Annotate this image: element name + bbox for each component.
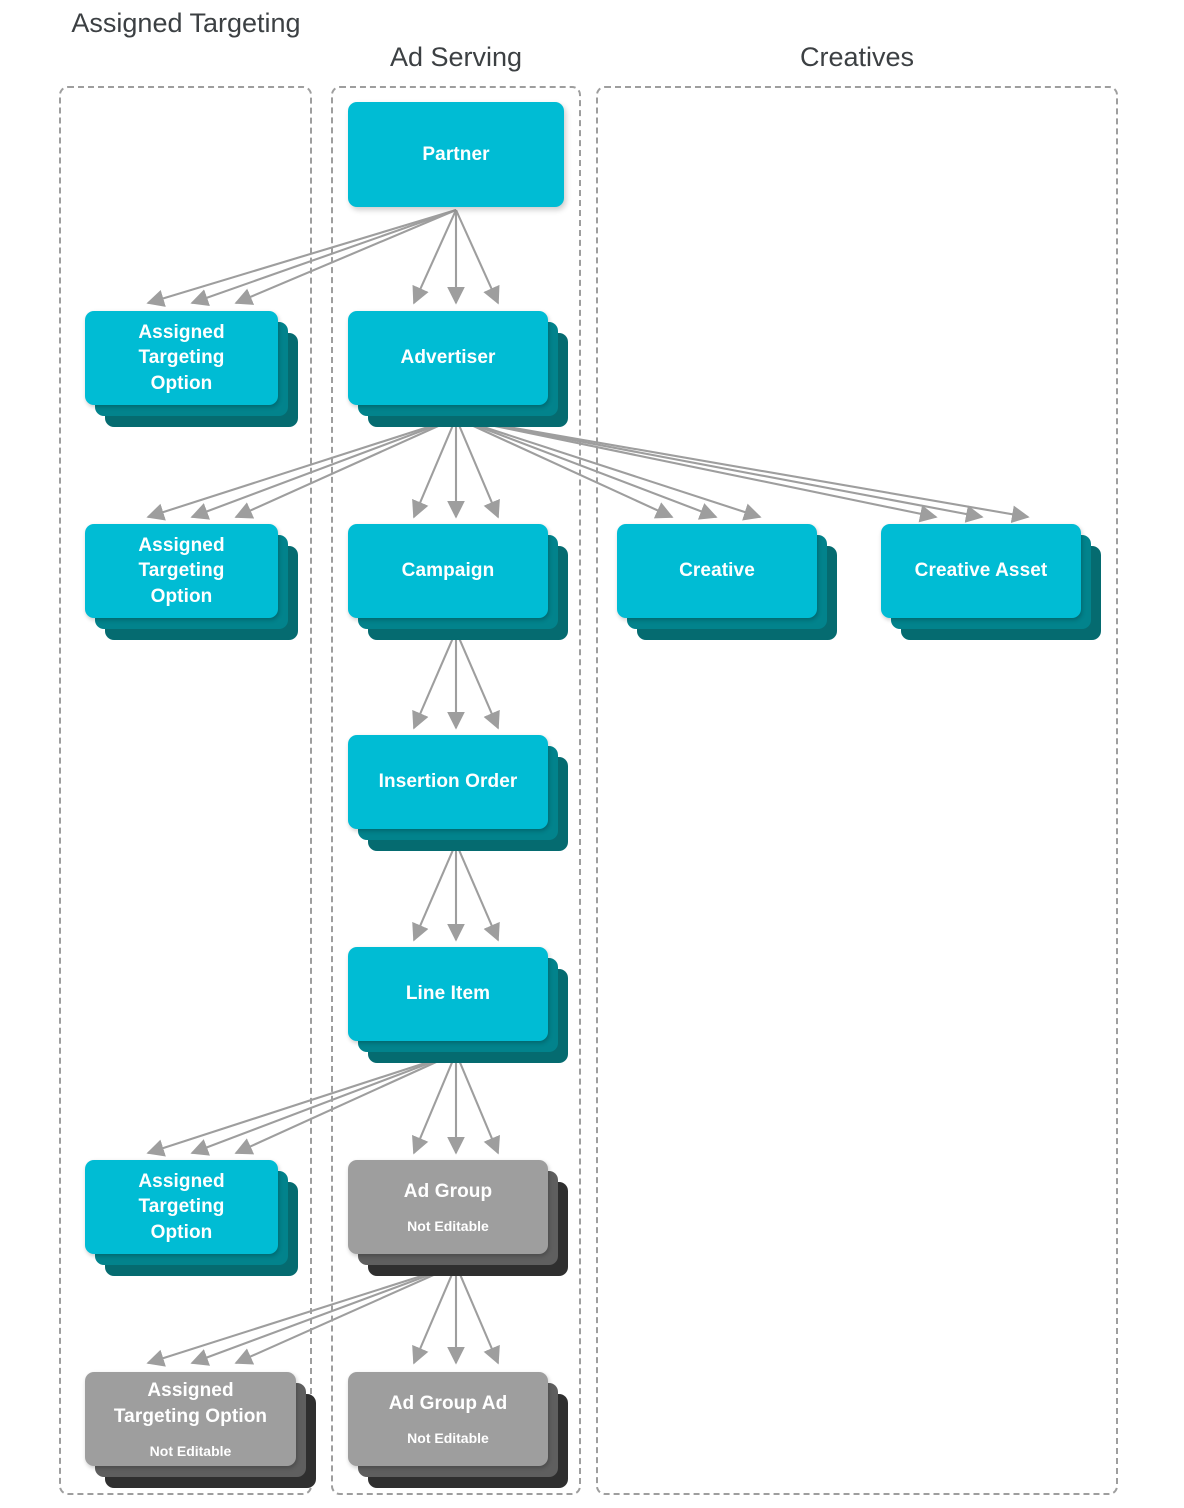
node-ato-advertiser-title: Assigned Targeting Option: [138, 534, 225, 607]
node-ad-group-title: Ad Group: [403, 1180, 493, 1202]
node-ato-partner-card[interactable]: Assigned Targeting Option: [85, 311, 278, 405]
node-ato-advertiser[interactable]: Assigned Targeting Option: [85, 524, 298, 640]
node-line-item[interactable]: Line Item: [348, 947, 568, 1063]
node-ato-advertiser-card[interactable]: Assigned Targeting Option: [85, 524, 278, 618]
node-campaign-card[interactable]: Campaign: [348, 524, 548, 618]
node-creative-asset-card[interactable]: Creative Asset: [881, 524, 1081, 618]
node-advertiser-title: Advertiser: [400, 347, 496, 369]
lane-ad-serving: [331, 86, 581, 1495]
node-line-item-title: Line Item: [405, 983, 491, 1005]
node-ad-group-ad-card[interactable]: Ad Group Ad Not Editable: [348, 1372, 548, 1466]
node-insertion-order-card[interactable]: Insertion Order: [348, 735, 548, 829]
column-header-creatives: Creatives: [799, 42, 915, 72]
node-ato-ad-group-status-badge: Not Editable: [149, 1443, 232, 1460]
node-insertion-order[interactable]: Insertion Order: [348, 735, 568, 851]
node-ad-group-ad-status-badge: Not Editable: [407, 1430, 489, 1447]
node-ato-partner-title: Assigned Targeting Option: [138, 321, 225, 394]
node-insertion-order-title: Insertion Order: [378, 771, 518, 793]
node-campaign-title: Campaign: [401, 560, 495, 582]
node-advertiser[interactable]: Advertiser: [348, 311, 568, 427]
node-ad-group-card[interactable]: Ad Group Not Editable: [348, 1160, 548, 1254]
node-creative-asset-title: Creative Asset: [914, 560, 1048, 582]
node-ad-group[interactable]: Ad Group Not Editable: [348, 1160, 568, 1276]
node-ad-group-ad-title: Ad Group Ad: [388, 1392, 508, 1414]
lane-assigned-targeting: [59, 86, 312, 1495]
node-ato-line-item-card[interactable]: Assigned Targeting Option: [85, 1160, 278, 1254]
node-ato-partner[interactable]: Assigned Targeting Option: [85, 311, 298, 427]
node-ad-group-ad[interactable]: Ad Group Ad Not Editable: [348, 1372, 568, 1488]
node-ad-group-status-badge: Not Editable: [407, 1218, 489, 1235]
node-line-item-card[interactable]: Line Item: [348, 947, 548, 1041]
node-partner[interactable]: Partner: [348, 102, 564, 207]
node-ato-ad-group-title: Assigned Targeting Option: [113, 1379, 268, 1427]
node-creative-asset[interactable]: Creative Asset: [881, 524, 1101, 640]
node-ato-ad-group-card[interactable]: Assigned Targeting Option Not Editable: [85, 1372, 296, 1466]
node-ato-line-item-title: Assigned Targeting Option: [138, 1170, 225, 1243]
column-header-assigned-targeting: Assigned Targeting: [71, 8, 301, 38]
node-creative-title: Creative: [679, 560, 755, 582]
lane-creatives: [596, 86, 1118, 1495]
column-header-ad-serving: Ad Serving: [389, 42, 523, 72]
node-partner-title: Partner: [422, 143, 490, 165]
node-creative[interactable]: Creative: [617, 524, 837, 640]
node-ato-ad-group[interactable]: Assigned Targeting Option Not Editable: [85, 1372, 316, 1488]
node-campaign[interactable]: Campaign: [348, 524, 568, 640]
node-creative-card[interactable]: Creative: [617, 524, 817, 618]
node-partner-card[interactable]: Partner: [348, 102, 564, 207]
node-advertiser-card[interactable]: Advertiser: [348, 311, 548, 405]
node-ato-line-item[interactable]: Assigned Targeting Option: [85, 1160, 298, 1276]
